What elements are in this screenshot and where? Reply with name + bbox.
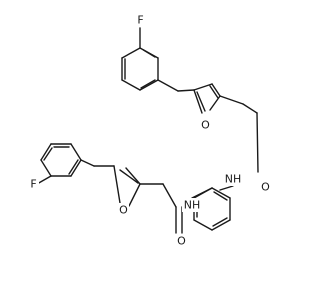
bond-line	[70, 143, 82, 161]
bond-line	[139, 79, 159, 91]
atom-O-furan-lower: O	[118, 203, 129, 217]
bond-line	[211, 219, 231, 231]
bond-line	[162, 183, 177, 208]
bond-line	[121, 79, 141, 91]
bond-line	[212, 217, 228, 227]
atom-O-carbonyl-upper: O	[260, 180, 271, 194]
bond-line	[219, 185, 234, 191]
atom-label-NH-lower: NH	[184, 199, 201, 212]
bond-line	[40, 159, 52, 177]
bond-line	[125, 167, 141, 185]
bond-line	[193, 187, 213, 199]
bond-line	[193, 83, 213, 91]
bond-line	[142, 49, 156, 58]
atom-F-top: F	[135, 13, 146, 27]
molecule-structure-diagram: F F O O O O NH NH	[28, 13, 271, 248]
bond-line	[40, 143, 52, 161]
bond-line	[219, 95, 244, 105]
bond-line	[70, 159, 82, 177]
bond-line	[211, 83, 221, 97]
bond-line	[196, 91, 206, 112]
bond-line	[121, 47, 141, 59]
atom-label-F-top: F	[137, 14, 143, 27]
atom-O-carbonyl-lower: O	[176, 234, 187, 248]
bond-line	[113, 165, 121, 204]
bond-line	[177, 89, 195, 92]
atom-label-NH-upper: NH	[225, 173, 242, 186]
atom-label-O-carbonyl-lower: O	[177, 235, 186, 248]
atom-NH-upper: NH	[223, 172, 243, 186]
bond-line	[193, 219, 213, 231]
atom-O-furan-upper: O	[200, 118, 211, 132]
bond-lines	[36, 27, 259, 234]
atom-label-F-left: F	[30, 178, 36, 191]
atom-label-O-carbonyl-upper: O	[261, 181, 270, 194]
atom-label-O-furan-lower: O	[119, 204, 128, 217]
bond-line	[193, 89, 203, 114]
bond-line	[119, 169, 139, 184]
atom-NH-lower: NH	[182, 198, 202, 212]
bond-line	[36, 175, 52, 185]
bond-line	[209, 85, 219, 99]
bond-line	[157, 79, 179, 92]
bond-line	[211, 187, 231, 199]
bond-line	[256, 112, 259, 173]
bond-line	[80, 159, 95, 167]
atom-F-left: F	[28, 177, 39, 191]
atom-label-O-furan-upper: O	[201, 119, 210, 132]
bond-line	[140, 79, 156, 89]
bond-line	[242, 103, 258, 114]
bond-line	[43, 147, 53, 161]
bond-line	[68, 159, 79, 175]
bond-line	[128, 183, 141, 207]
bond-line	[213, 191, 228, 201]
